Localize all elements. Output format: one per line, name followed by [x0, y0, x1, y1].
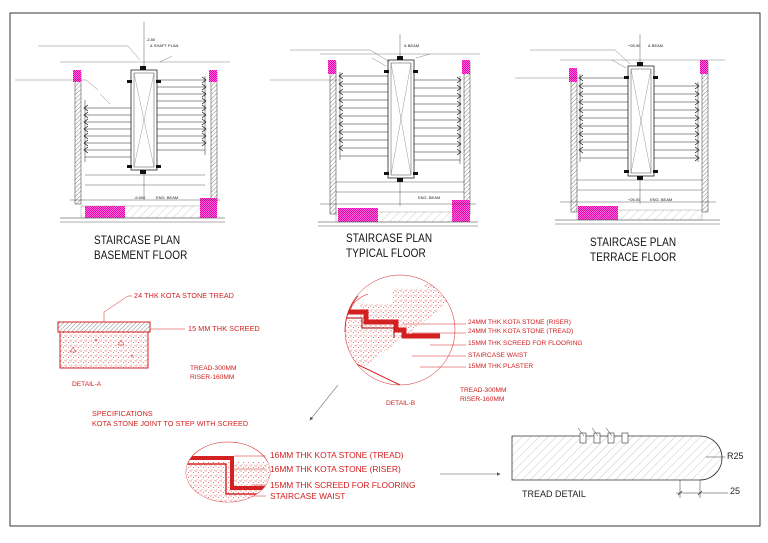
- leader-arrow-1: [309, 384, 339, 421]
- plan-terrace: [515, 34, 725, 225]
- level-top-terrace: +28.90: [628, 43, 641, 48]
- detail-b-plaster-label: 15MM THK PLASTER: [468, 363, 534, 370]
- tread-detail-dimension: 25: [730, 486, 741, 496]
- plan-title-basement-line2: BASEMENT FLOOR: [94, 249, 188, 263]
- detail-c-screed-label: 15MM THK SCREED FOR FLOORING: [270, 480, 416, 490]
- tread-detail-radius: R25: [727, 451, 744, 461]
- plan-title-basement-line1: STAIRCASE PLAN: [94, 234, 181, 248]
- detail-a-screed-label: 15 MM THK SCREED: [188, 324, 260, 333]
- level-bottom-basement: -5.600: [134, 195, 146, 200]
- detail-b-dims-tread: TREAD-300MM: [460, 387, 507, 394]
- detail-a-dims-riser: RISER-160MM: [190, 374, 235, 381]
- plan-title-typical-line2: TYPICAL FLOOR: [346, 247, 426, 261]
- level-note-typical: & BEAM: [404, 43, 420, 48]
- detail-c-waist-label: STAIRCASE WAIST: [270, 491, 346, 501]
- detail-a-caption: DETAIL-A: [72, 381, 102, 388]
- detail-b-riser-label: 24MM THK KOTA STONE (RISER): [468, 319, 571, 326]
- level-bottom-terrace: +26.00: [628, 197, 641, 202]
- plan-typical: [270, 34, 480, 227]
- slab-label-terrace: ENG. BEAM: [650, 197, 673, 202]
- tread-detail-caption: TREAD DETAIL: [522, 489, 586, 499]
- plan-title-terrace-line2: TERRACE FLOOR: [590, 251, 677, 265]
- slab-label-basement: ENG. BEAM: [156, 195, 179, 200]
- detail-b: [344, 274, 466, 386]
- plan-title-typical-line1: STAIRCASE PLAN: [346, 232, 433, 246]
- detail-a: [57, 295, 185, 369]
- detail-b-dims-riser: RISER-160MM: [460, 396, 505, 403]
- specifications-heading: SPECIFICATIONS: [92, 409, 153, 418]
- plan-title-terrace-line1: STAIRCASE PLAN: [590, 236, 677, 250]
- detail-b-tread-label: 24MM THK KOTA STONE (TREAD): [468, 328, 574, 335]
- detail-a-tread-label: 24 THK KOTA STONE TREAD: [134, 291, 235, 300]
- specifications-text: KOTA STONE JOINT TO STEP WITH SCREED: [92, 419, 249, 428]
- detail-a-dims-tread: TREAD-300MM: [190, 365, 237, 372]
- detail-b-screed-label: 15MM THK SCREED FOR FLOORING: [468, 340, 583, 347]
- detail-b-waist-label: STAIRCASE WAIST: [468, 352, 528, 359]
- detail-c-tread-label: 16MM THK KOTA STONE (TREAD): [270, 450, 404, 460]
- detail-c-riser-label: 16MM THK KOTA STONE (RISER): [270, 464, 401, 474]
- level-note-basement: & SHAFT PLAN: [150, 43, 179, 48]
- plan-basement: [15, 22, 230, 223]
- detail-b-caption: DETAIL-B: [386, 400, 416, 407]
- sheet-border: [9, 12, 761, 527]
- level-note-terrace: & BEAM: [648, 43, 664, 48]
- level-top-basement: -2.80: [146, 37, 156, 42]
- tread-detail: [511, 427, 728, 498]
- slab-label-typical: ENG. BEAM: [418, 195, 441, 200]
